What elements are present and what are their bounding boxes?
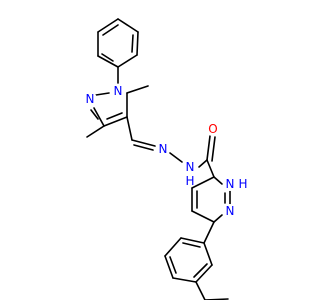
bond xyxy=(126,85,149,94)
atom-label-n-hydrazone-2: N xyxy=(186,160,195,174)
bond xyxy=(213,214,223,223)
bond xyxy=(101,53,114,62)
bond xyxy=(182,242,201,248)
bond xyxy=(172,277,197,283)
bond xyxy=(86,125,105,138)
atom-background xyxy=(184,175,196,187)
bond xyxy=(126,116,133,141)
bond xyxy=(164,237,182,257)
atom-label-o-carbonyl: O xyxy=(208,122,217,136)
bond xyxy=(97,18,119,33)
bond xyxy=(195,264,213,283)
bond xyxy=(203,242,213,266)
atom-labels: N N N N H O N H N xyxy=(83,84,249,218)
bond xyxy=(198,159,208,168)
bond xyxy=(203,221,215,244)
atom-background xyxy=(83,92,97,106)
bond xyxy=(206,159,215,178)
bond xyxy=(191,210,215,223)
atom-label-n2: N xyxy=(86,92,95,106)
atom-label-n-pyrazole-h: N xyxy=(226,177,235,191)
bond xyxy=(191,176,215,189)
bond xyxy=(169,152,183,163)
bond xyxy=(169,256,177,274)
bond xyxy=(95,92,110,96)
bond xyxy=(90,109,99,120)
bond xyxy=(93,107,105,127)
bond xyxy=(195,281,206,300)
atom-background xyxy=(223,177,237,191)
atom-label-nh-amide-h: H xyxy=(185,174,194,188)
atom-label-n-hydrazone-1: N xyxy=(159,142,168,156)
bond xyxy=(117,18,139,33)
bond xyxy=(136,31,139,56)
bond xyxy=(180,237,205,244)
atom-background xyxy=(156,142,170,156)
bond xyxy=(97,55,119,68)
bond xyxy=(206,135,211,161)
bond xyxy=(213,176,223,185)
bond xyxy=(164,255,174,279)
atom-label-n1: N xyxy=(114,84,123,98)
bond xyxy=(102,24,119,36)
bond xyxy=(131,139,156,147)
bond xyxy=(131,34,134,53)
bonds xyxy=(86,18,231,300)
molecule-structure: N N N N H O N H N xyxy=(83,18,249,300)
bond xyxy=(133,144,154,151)
bond xyxy=(211,136,216,162)
atom-label-h-pyrazole: H xyxy=(238,177,247,191)
bond xyxy=(193,263,208,278)
atom-background xyxy=(223,204,237,218)
atom-background xyxy=(111,84,125,98)
bond xyxy=(106,112,123,120)
atom-background xyxy=(183,160,197,174)
atom-label-n-pyrazole-2: N xyxy=(226,204,235,218)
bond xyxy=(103,116,128,127)
bond xyxy=(117,54,138,68)
atom-background xyxy=(237,178,249,190)
atom-background xyxy=(206,122,220,136)
